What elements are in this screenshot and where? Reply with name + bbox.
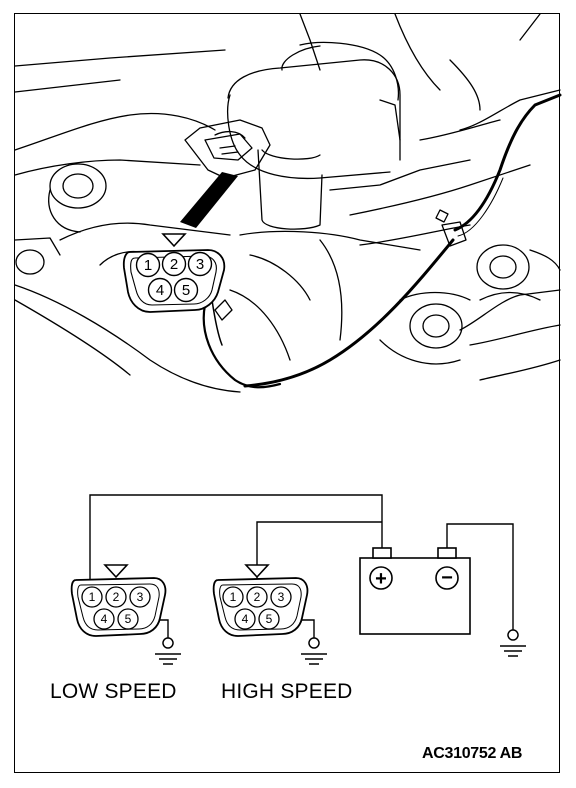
high-speed-connector: 1 2 3 4 5 <box>212 564 309 637</box>
low-speed-label: LOW SPEED <box>50 680 177 703</box>
callout-pointer <box>180 172 238 228</box>
ground-icon <box>301 637 327 665</box>
high-pin-4: 4 <box>242 612 249 626</box>
engine-pin-2: 2 <box>170 256 178 273</box>
high-pin-1: 1 <box>230 590 237 604</box>
high-speed-label: HIGH SPEED <box>221 680 353 703</box>
engine-connector: 1 2 3 4 5 <box>122 233 226 313</box>
engine-pin-1: 1 <box>144 257 152 274</box>
figure-code: AC310752 AB <box>422 745 523 762</box>
low-speed-connector: 1 2 3 4 5 <box>70 564 167 637</box>
low-pin-3: 3 <box>137 590 144 604</box>
engine-illustration <box>14 13 562 393</box>
battery-positive-symbol: + <box>375 568 387 590</box>
battery-negative-symbol: − <box>441 567 453 589</box>
low-pin-2: 2 <box>113 590 120 604</box>
engine-pin-5: 5 <box>182 282 190 299</box>
battery-icon <box>359 547 471 635</box>
engine-pin-3: 3 <box>196 256 204 273</box>
low-pin-5: 5 <box>125 612 132 626</box>
figure-frame <box>14 13 560 773</box>
engine-pin-4: 4 <box>156 282 164 299</box>
high-pin-3: 3 <box>278 590 285 604</box>
low-pin-4: 4 <box>101 612 108 626</box>
high-pin-5: 5 <box>266 612 273 626</box>
low-pin-1: 1 <box>89 590 96 604</box>
high-pin-2: 2 <box>254 590 261 604</box>
ground-icon <box>155 637 181 665</box>
ground-icon <box>500 629 526 657</box>
